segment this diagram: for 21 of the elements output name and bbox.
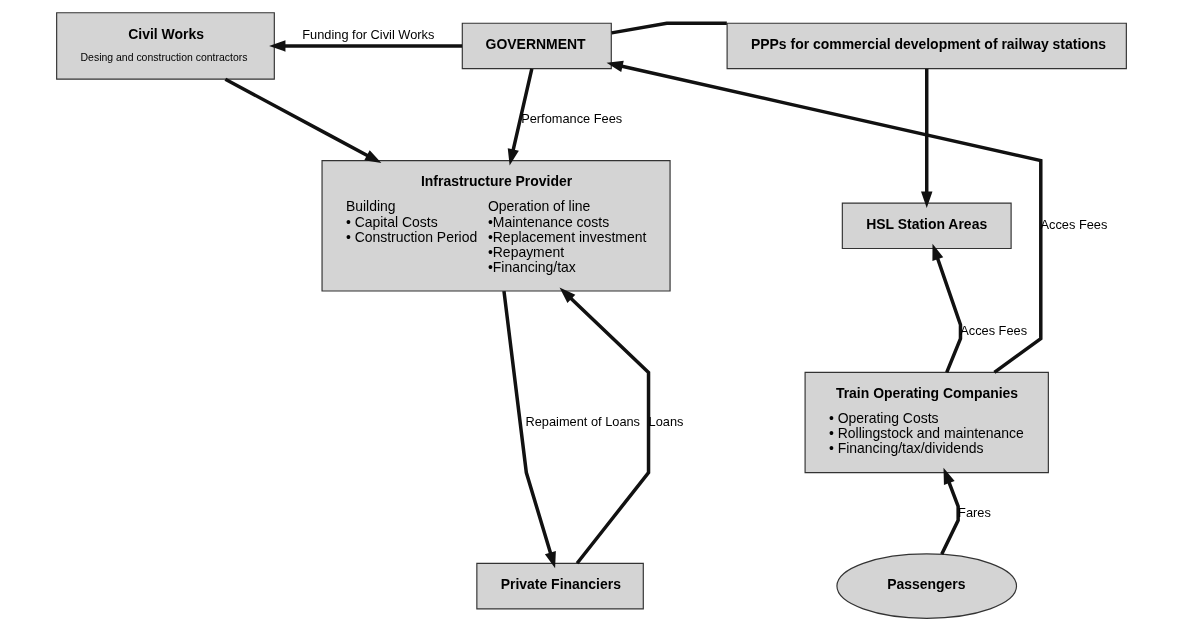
node-box: Civil Works Desing and construction contractors [56, 12, 275, 80]
node-box: PPPs for commercial development of railway stations [726, 22, 1127, 70]
arrow [606, 60, 1043, 374]
arrow [932, 243, 963, 373]
node-box: Train Operating Companies • Operating Costs • Rollingstock and maintenance • Financing/tax/dividends [804, 371, 1049, 474]
edge-label: Funding for Civil Works [302, 26, 435, 42]
edge-label: Repaiment of Loans [525, 413, 641, 429]
connector [611, 21, 727, 35]
node-ellipse: Passengers [836, 553, 1018, 619]
edge-label: Perfomance Fees [521, 111, 623, 127]
node-box: Infrastructure Provider Building • Capital Costs • Construction Period Operation of line •Maintenance costs •Replacement investment •Repayment •Financing/tax [321, 160, 671, 292]
node-box: Private Financiers [476, 562, 644, 610]
arrow [224, 77, 382, 164]
arrow [921, 68, 933, 208]
node-box: HSL Station Areas [841, 202, 1012, 250]
arrow [502, 290, 556, 569]
arrow [559, 287, 651, 565]
arrow [269, 40, 463, 52]
node-box: GOVERNMENT [461, 22, 612, 70]
arrow [940, 467, 960, 555]
arrow [507, 68, 534, 166]
